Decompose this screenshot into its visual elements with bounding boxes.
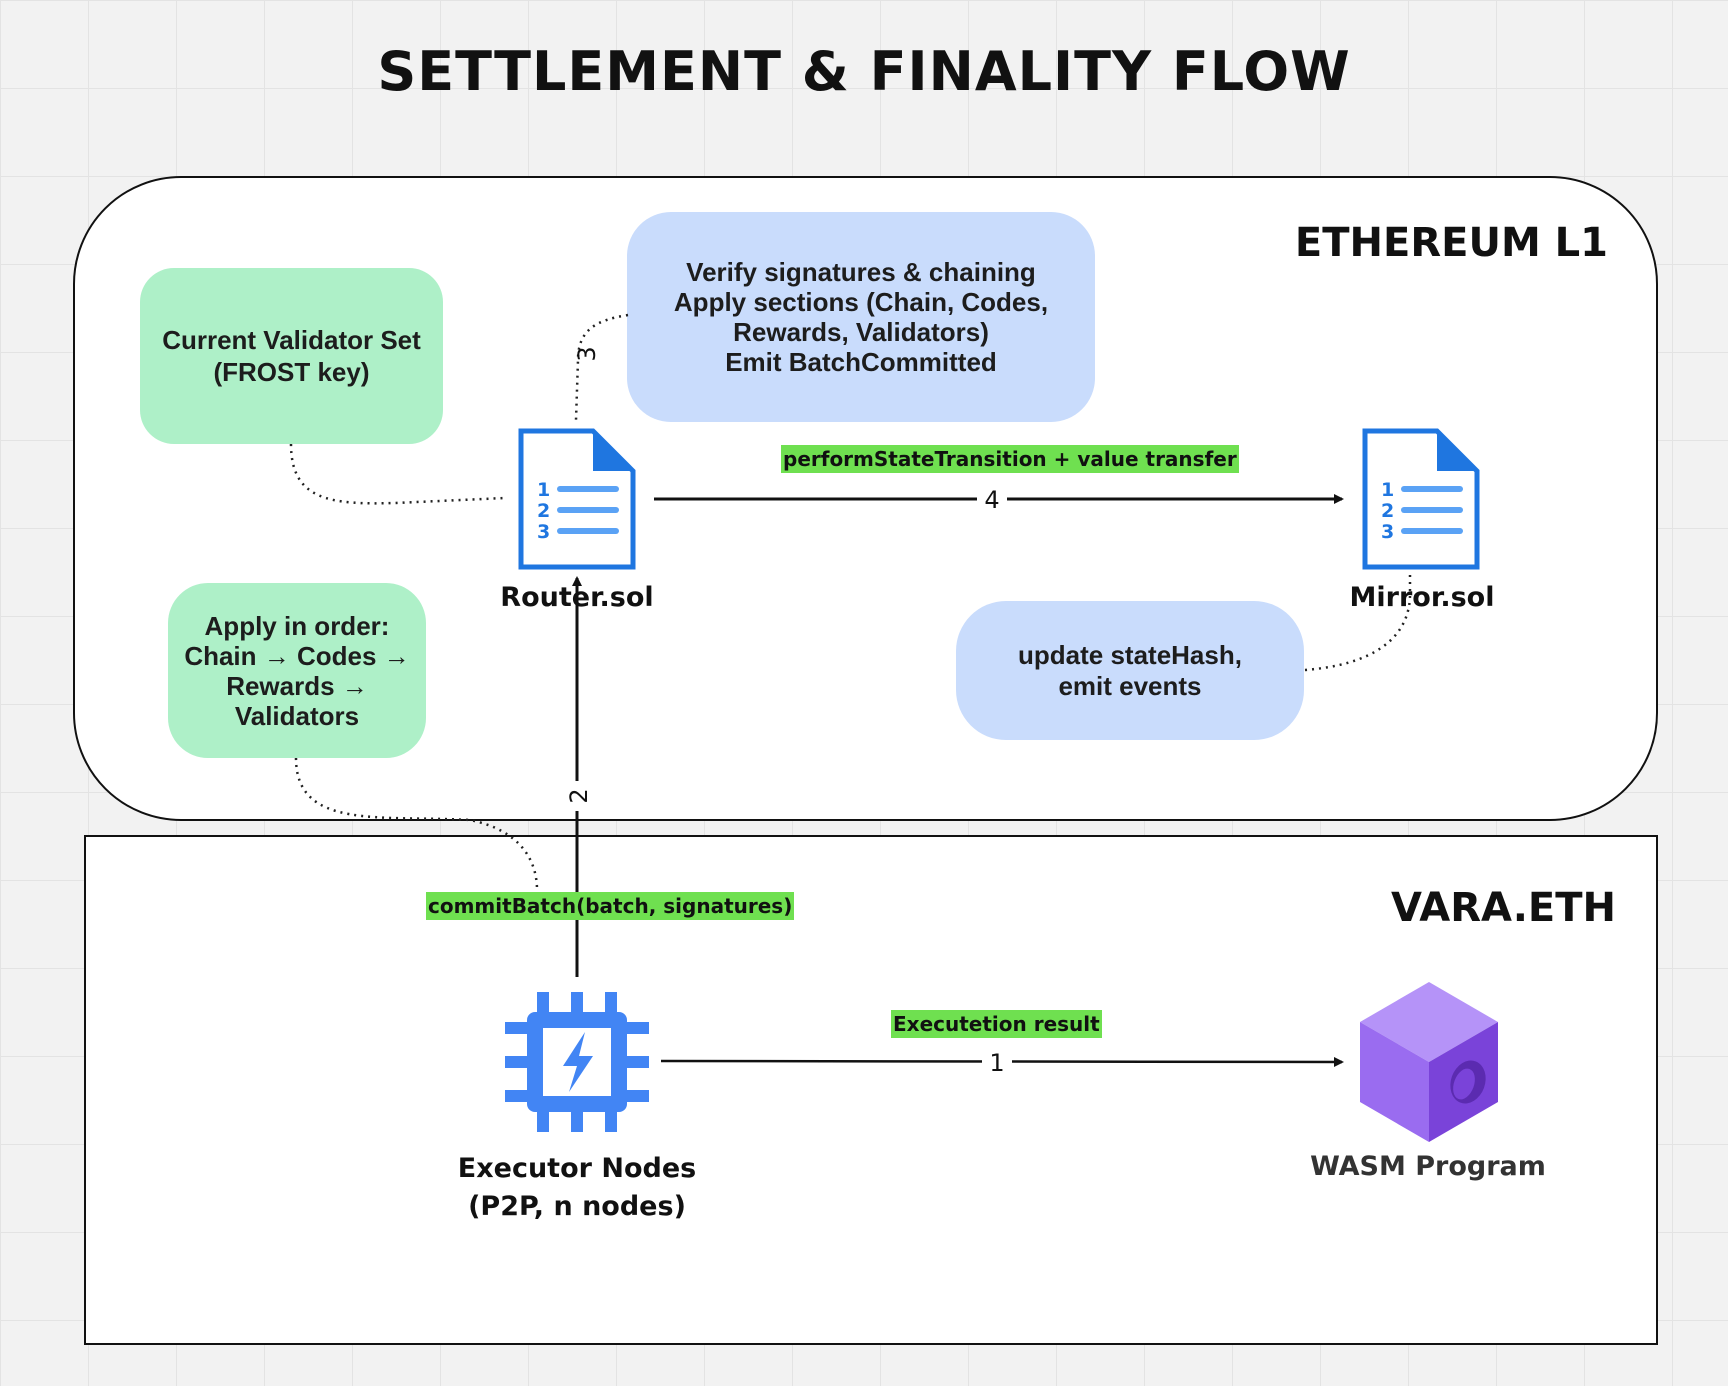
- vara-eth-label: VARA.ETH: [1391, 885, 1616, 931]
- doc-number-1: 1: [537, 479, 550, 501]
- apply-order-link: [294, 757, 539, 891]
- commit-edge-label: commitBatch(batch, signatures): [426, 892, 795, 920]
- step-number-3: 3: [573, 346, 601, 362]
- doc-number-3: 3: [537, 521, 550, 543]
- validator-set-link: [289, 443, 506, 505]
- execution-edge-label: Executetion result: [891, 1010, 1102, 1038]
- cube-icon: [1360, 982, 1498, 1142]
- step-number-2: 2: [564, 781, 594, 811]
- router-document-icon: 1 2 3: [518, 428, 636, 570]
- wasm-program-label: WASM Program: [1310, 1151, 1546, 1182]
- step-number-1: 1: [982, 1048, 1012, 1078]
- apply-order-note: Apply in order: Chain → Codes → Rewards …: [168, 583, 426, 758]
- transition-edge-label: performStateTransition + value transfer: [781, 445, 1239, 473]
- validator-set-note: Current Validator Set (FROST key): [140, 268, 443, 444]
- update-state-note: update stateHash, emit events: [956, 601, 1304, 740]
- verify-link: [574, 313, 629, 421]
- doc-number-1: 1: [1381, 479, 1394, 501]
- doc-number-2: 2: [1381, 500, 1394, 522]
- executor-nodes-label: Executor Nodes (P2P, n nodes): [457, 1153, 697, 1222]
- diagram-title: SETTLEMENT & FINALITY FLOW: [377, 40, 1351, 103]
- mirror-document-icon: 1 2 3: [1362, 428, 1480, 570]
- router-sol-label: Router.sol: [500, 582, 654, 613]
- doc-number-2: 2: [537, 500, 550, 522]
- processor-chip-icon: [505, 992, 649, 1132]
- ethereum-l1-label: ETHEREUM L1: [1294, 220, 1608, 266]
- update-state-link: [1304, 570, 1412, 672]
- mirror-sol-label: Mirror.sol: [1349, 582, 1495, 613]
- step-number-4: 4: [977, 485, 1007, 515]
- doc-number-3: 3: [1381, 521, 1394, 543]
- verify-signatures-note: Verify signatures & chaining Apply secti…: [627, 212, 1095, 422]
